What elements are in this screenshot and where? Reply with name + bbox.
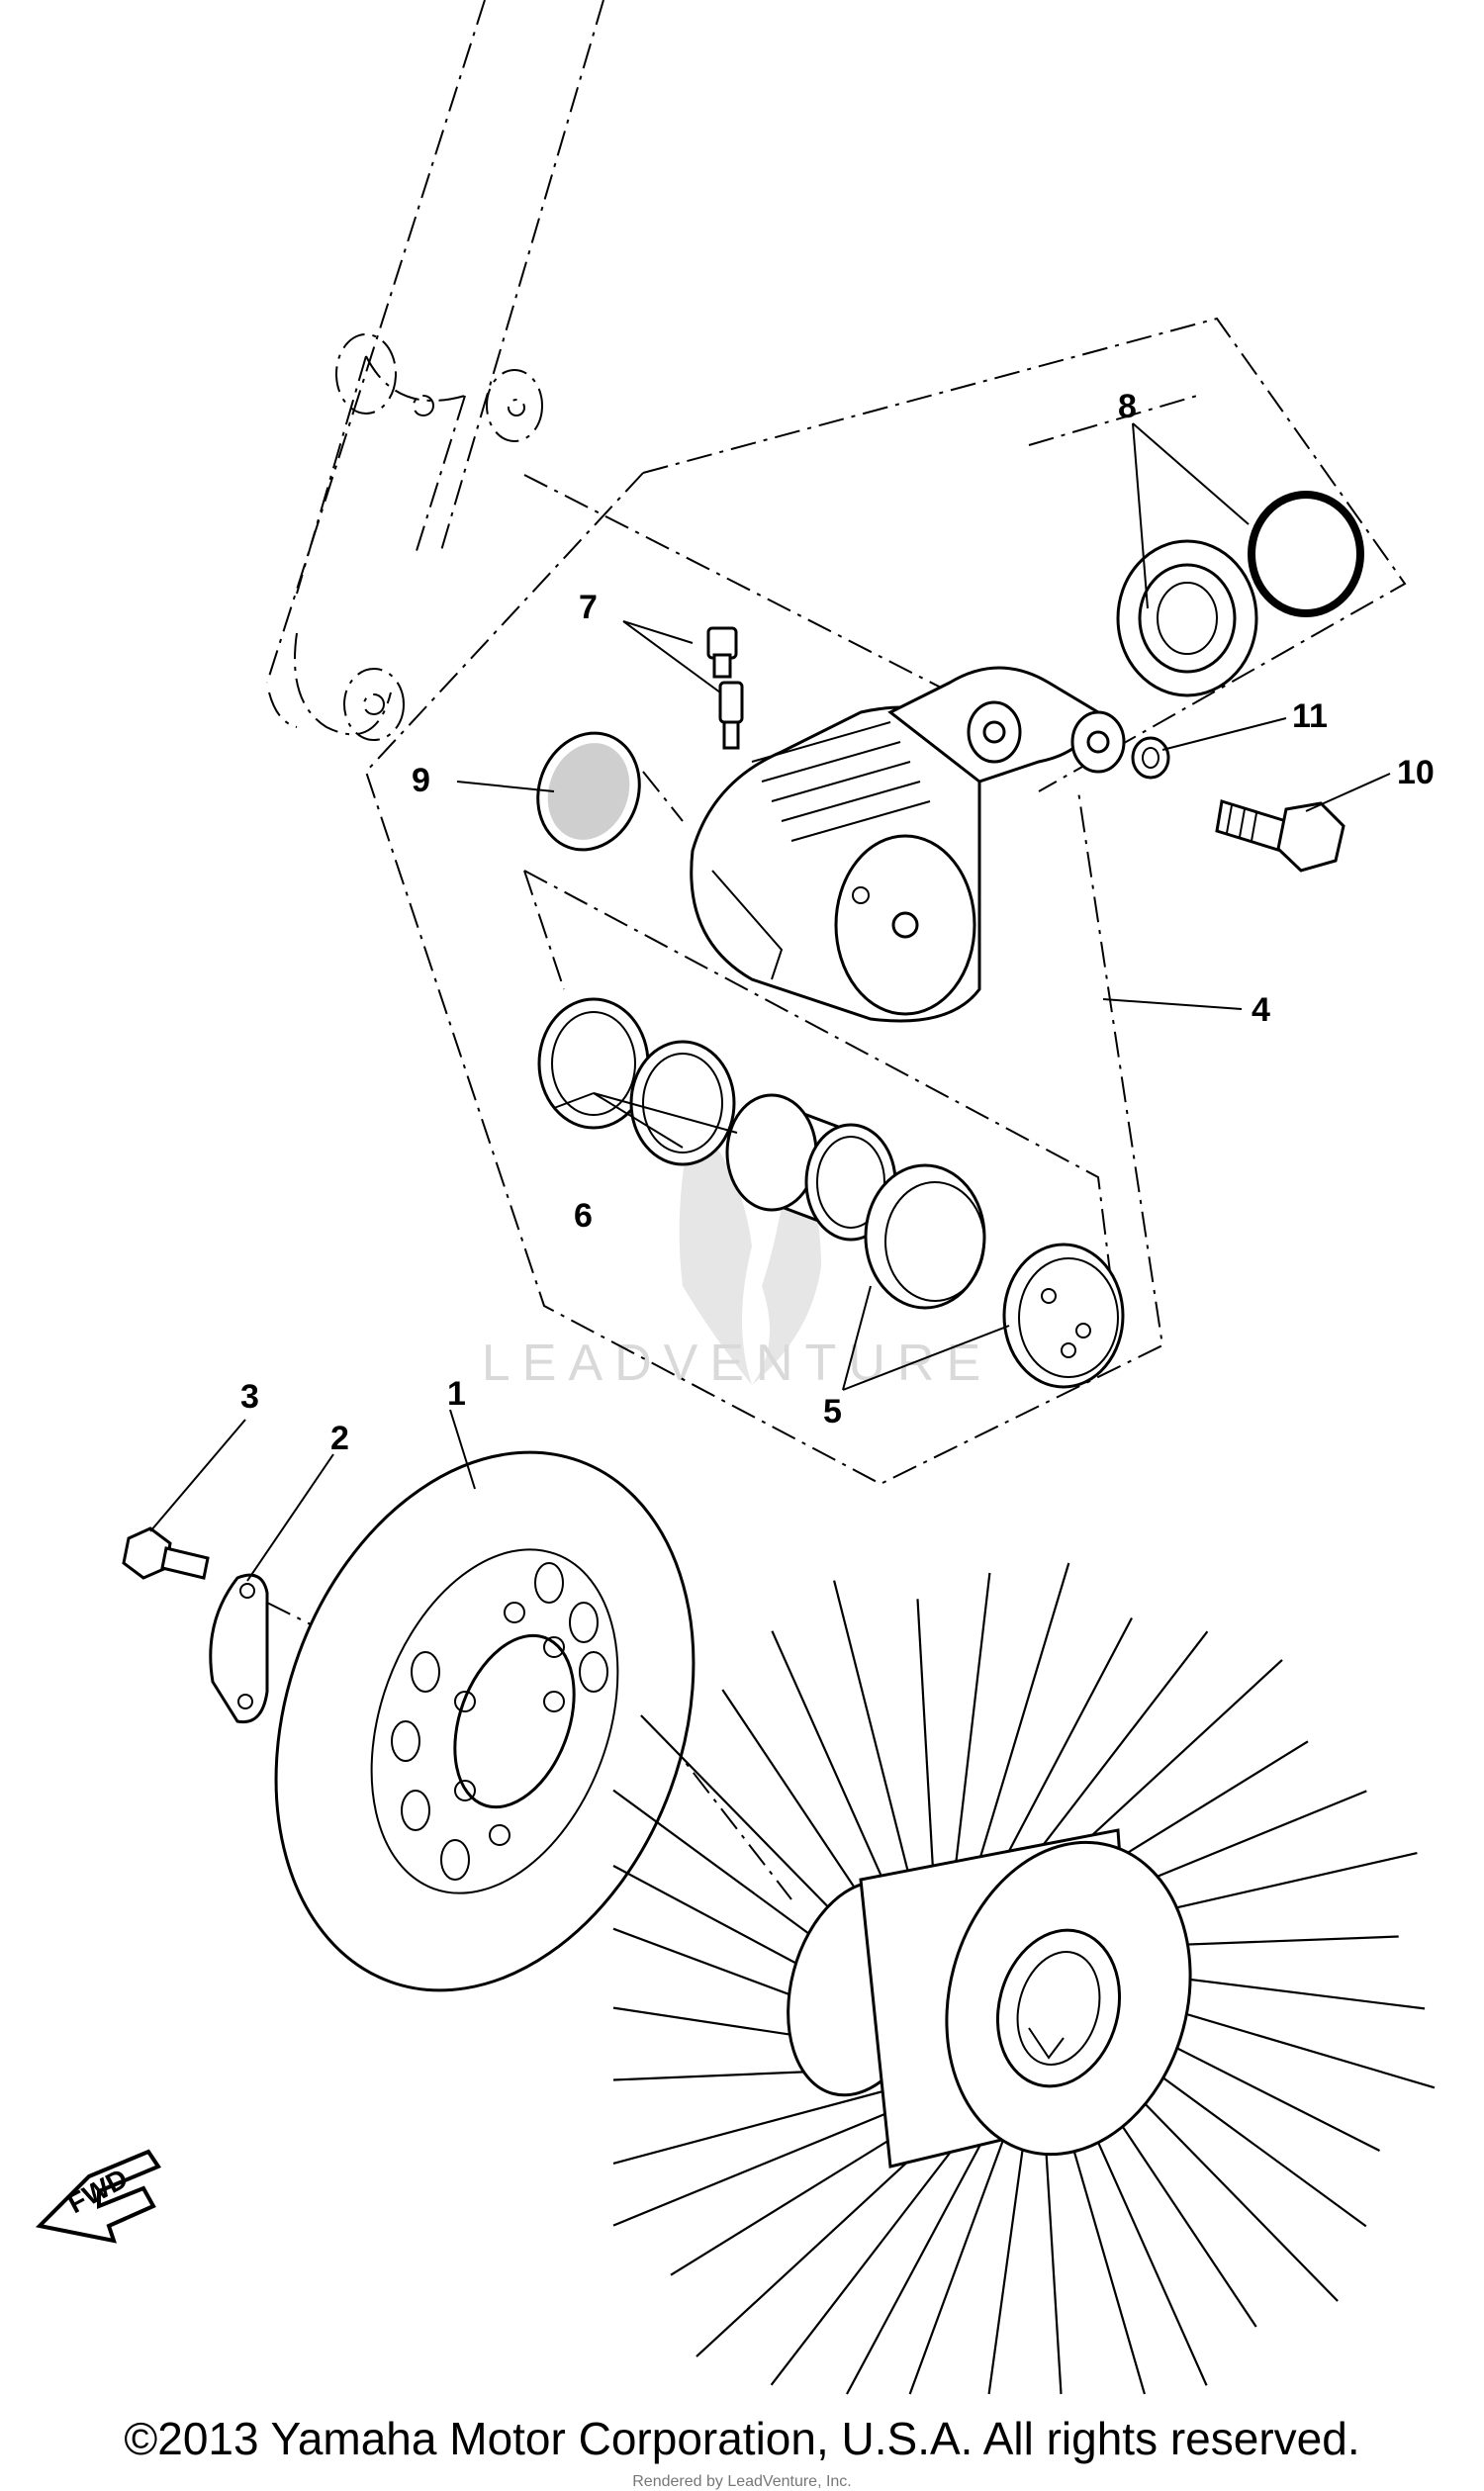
callout-9: 9 [412,762,430,799]
wheel-spoke [988,1616,1133,1890]
callout-8: 8 [1118,388,1137,425]
callout-3: 3 [240,1378,259,1416]
brake-pads [864,1163,1125,1389]
callout-10: 10 [1397,754,1435,791]
wheel-spoke [833,1580,921,1917]
wheel-spoke [1042,2111,1063,2395]
caliper-assembly-boundary [364,317,1407,1486]
brake-disc [274,1450,696,1992]
mounting-bolt [1215,799,1345,873]
callout-4: 4 [1252,991,1270,1029]
piston-seals [537,997,736,1166]
lock-plate [209,1573,269,1724]
wheel-spoke [969,1562,1070,1891]
washer [1131,736,1170,780]
callout-leaders [149,422,1391,1582]
wheel-spoke [846,2127,990,2395]
front-fork [266,0,604,741]
callout-labels: 1 2 3 4 5 6 7 8 9 10 11 [240,388,1435,1457]
wheel-spoke [908,2125,1010,2395]
wheel-spoke [612,2098,920,2227]
callout-7: 7 [579,589,598,626]
wheel-spoke [612,2083,906,2165]
callout-5: 5 [823,1393,842,1430]
cover-plate [536,731,641,852]
wheel-spoke [916,1599,937,1905]
callout-2: 2 [330,1420,349,1457]
bleeder-screw [706,626,744,750]
callout-11: 11 [1292,697,1328,735]
brake-caliper [690,666,1126,1023]
wheel-spoke [770,2125,972,2386]
disc-bolt [122,1526,210,1580]
fwd-arrow: FWD [35,2149,162,2244]
watermark-text: LEADVENTURE [482,1335,992,1392]
wheel-spoke [951,1572,991,1896]
oil-seal [1116,491,1364,697]
wheel-hub [612,1562,1436,2395]
watermark-subtext: Rendered by LeadVenture, Inc. [632,2473,852,2490]
callout-1: 1 [447,1375,466,1413]
wheel-spoke [987,2120,1028,2395]
callout-6: 6 [574,1197,593,1235]
copyright-notice: ©2013 Yamaha Motor Corporation, U.S.A. A… [124,2413,1360,2464]
